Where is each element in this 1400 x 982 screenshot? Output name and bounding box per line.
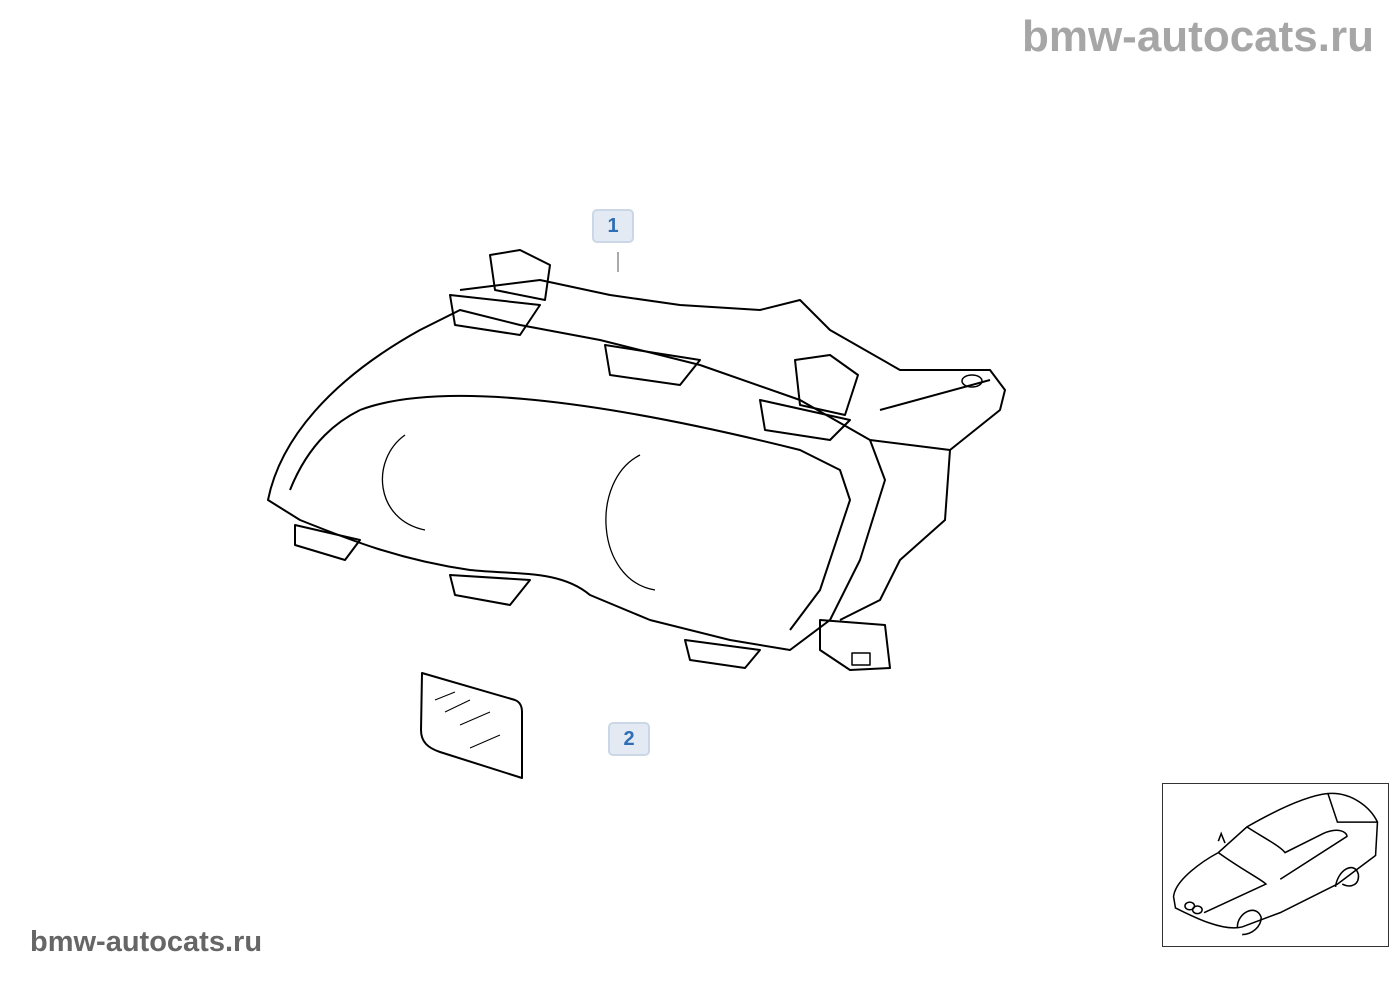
lens-glass-part bbox=[420, 672, 523, 779]
car-icon bbox=[1172, 792, 1379, 936]
watermark-top: bmw-autocats.ru bbox=[1021, 12, 1374, 61]
watermark-bottom: bmw-autocats.ru bbox=[30, 926, 263, 958]
headlight-assembly bbox=[267, 249, 1006, 671]
callout-2[interactable]: 2 bbox=[608, 722, 650, 756]
vehicle-thumbnail bbox=[1162, 783, 1389, 947]
callout-1[interactable]: 1 bbox=[592, 209, 634, 243]
